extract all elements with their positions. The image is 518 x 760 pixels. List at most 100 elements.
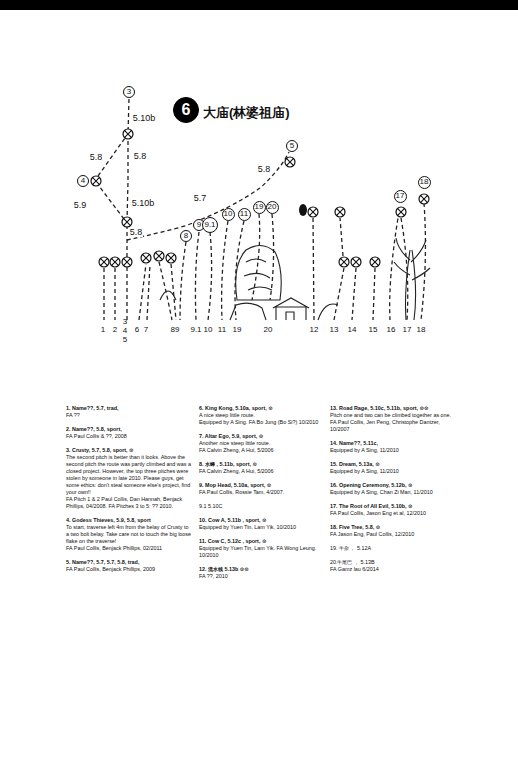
route-foot-number: 2 bbox=[113, 326, 117, 334]
route-heading: 18. Five Tree, 5.8, ⊙ bbox=[330, 524, 456, 531]
route-number: 18 bbox=[420, 178, 429, 186]
route-number: 11 bbox=[240, 210, 248, 218]
map-title: 大庙(林婆祖庙) bbox=[203, 104, 290, 122]
route-number-circle: 5 bbox=[286, 140, 298, 152]
route-foot-number: 6 bbox=[135, 326, 139, 334]
route-heading: 7. Altar Ego, 5.9, sport, ⊙ bbox=[199, 433, 325, 440]
route-foot-number: 13 bbox=[330, 326, 339, 334]
route-heading: 14. Name??, 5.11c, bbox=[330, 440, 456, 447]
route-foot-number: 20 bbox=[264, 326, 273, 334]
route-description: FA ?? bbox=[66, 412, 192, 419]
grade-label: 5.8 bbox=[257, 165, 272, 174]
route-description: A nice steep little route. bbox=[199, 412, 325, 419]
route-description: Equipped by A Sing, 11/2010 bbox=[330, 447, 456, 454]
route-number-circle: 17 bbox=[394, 190, 407, 203]
route-heading: 17. The Root of All Evil, 5.10b, ⊙ bbox=[330, 503, 456, 510]
route-description: To start, traverse left 4m from the bela… bbox=[66, 524, 192, 545]
route-description: FA Paul Collis, Jason Eng et al, 12/2010 bbox=[330, 510, 456, 517]
route-heading: 2. Name??, 5.8, sport, bbox=[66, 426, 192, 433]
route-number: 9 bbox=[197, 221, 201, 229]
route-foot-number: 17 bbox=[403, 326, 412, 334]
route-number: 9.1 bbox=[204, 221, 215, 229]
route-description: FA Paul Collis, Rossie Tam, 4/2007. bbox=[199, 489, 325, 496]
route-heading: 3. Crusty, 5.7, 5.8, sport, ⊙ bbox=[66, 447, 192, 454]
route-description: FA Paul Collis, Benjack Phillips, 02/201… bbox=[66, 545, 192, 552]
route-number-circle: 10 bbox=[222, 208, 235, 221]
route-column: 6. King Kong, 5.10a, sport, ⊙A nice stee… bbox=[199, 405, 325, 580]
route-description: FA Calvin Zheng, A Hui, 5/2006 bbox=[199, 447, 325, 454]
route-column: 13. Road Rage, 5.10c, 5.11b, sport, ⊙⊙Pi… bbox=[330, 405, 456, 573]
route-foot-number: 1 bbox=[101, 326, 105, 334]
route-number-circle: 4 bbox=[77, 175, 89, 187]
route-foot-number: 9.1 bbox=[190, 326, 201, 334]
route-description: Pitch one and two can be climbed togethe… bbox=[330, 412, 456, 419]
route-number-circle: 20 bbox=[266, 201, 279, 214]
route-number: 17 bbox=[396, 192, 405, 200]
route-description: FA Paul Collis, Benjack Phillips, 2009 bbox=[66, 566, 192, 573]
route-foot-number: 11 bbox=[218, 326, 226, 334]
route-heading: 4. Godess Thieves, 5.9, 5.8, sport bbox=[66, 517, 192, 524]
top-bar bbox=[0, 0, 518, 10]
route-heading: 15. Dream, 5.13a, ⊙ bbox=[330, 461, 456, 468]
route-heading: 12. 流水线 5.13b ⊙⊙ bbox=[199, 566, 325, 573]
route-description: Equipped by Yuen Tin, Lam Yik. FA Wong L… bbox=[199, 545, 325, 559]
route-description: 19. 牛杂 ， 5.12A bbox=[330, 545, 456, 552]
route-description: Another nice steep little route. bbox=[199, 440, 325, 447]
route-description: FA Paul Collis & ??, 2008 bbox=[66, 433, 192, 440]
route-heading: 5. Name??, 5.7, 5.7, 5.8, trad, bbox=[66, 559, 192, 566]
route-heading: 1. Name??, 5.7, trad, bbox=[66, 405, 192, 412]
route-description: FA Jason Eng, Paul Collis, 12/2010 bbox=[330, 531, 456, 538]
route-heading: 8. 水蜂 , 5.11b, sport, ⊙ bbox=[199, 461, 325, 468]
route-foot-number: 3 bbox=[123, 318, 127, 326]
route-foot-number: 10 bbox=[204, 326, 213, 334]
route-number: 3 bbox=[127, 88, 131, 96]
route-description: FA Calvin Zheng, A Hui, 5/2006 bbox=[199, 468, 325, 475]
route-foot-number: 16 bbox=[387, 326, 396, 334]
route-description: Equipped by Yuen Tin, Lam Yik, 10/2010 bbox=[199, 524, 325, 531]
grade-label: 5.8 bbox=[89, 153, 104, 162]
route-number-circle: 3 bbox=[123, 86, 135, 98]
route-foot-number: 12 bbox=[310, 326, 319, 334]
route-number: 19 bbox=[255, 203, 264, 211]
grade-label: 5.8 bbox=[129, 228, 144, 237]
route-foot-number: 7 bbox=[144, 326, 148, 334]
route-heading: 6. King Kong, 5.10a, sport, ⊙ bbox=[199, 405, 325, 412]
route-description: Equipped by A Sing, Chan Zi Man, 11/2010 bbox=[330, 489, 456, 496]
route-number: 8 bbox=[184, 232, 188, 240]
route-heading: 9. Mop Head, 5.10a, sport, ⊙ bbox=[199, 482, 325, 489]
grade-label: 5.10b bbox=[132, 114, 157, 123]
route-foot-number: 18 bbox=[417, 326, 426, 334]
route-description: 9.1 5.10C bbox=[199, 503, 325, 510]
route-description: FA Paul Collis, Jen Peng, Christophe Dan… bbox=[330, 419, 456, 433]
route-description: FA Gamz lau 6/2014 bbox=[330, 566, 456, 573]
route-foot-number: 5 bbox=[123, 336, 127, 344]
grade-label: 5.7 bbox=[193, 194, 208, 203]
area-number-circle: 6 bbox=[173, 97, 199, 123]
route-number-circle: 11 bbox=[238, 208, 251, 221]
route-number: 4 bbox=[81, 177, 85, 185]
route-description: The second pitch is better than it looks… bbox=[66, 454, 192, 496]
route-heading: 11. Cow C, 5.12c , sport, ⊙ bbox=[199, 538, 325, 545]
route-foot-number: 14 bbox=[348, 326, 357, 334]
route-heading: 13. Road Rage, 5.10c, 5.11b, sport, ⊙⊙ bbox=[330, 405, 456, 412]
route-foot-number: 4 bbox=[123, 327, 127, 335]
route-column: 1. Name??, 5.7, trad,FA ?? 2. Name??, 5.8… bbox=[66, 405, 192, 573]
route-number: 10 bbox=[224, 210, 233, 218]
route-description: Equipped by A Sing, 11/2010 bbox=[330, 468, 456, 475]
route-foot-number: 19 bbox=[233, 326, 242, 334]
route-number-circle: 9.1 bbox=[202, 217, 218, 233]
route-number-circle: 8 bbox=[180, 230, 192, 242]
route-description: FA Pitch 1 & 2 Paul Collis, Dan Hannah, … bbox=[66, 496, 192, 510]
route-number: 6 bbox=[182, 102, 191, 118]
grade-label: 5.10b bbox=[131, 199, 156, 208]
route-number-circle: 18 bbox=[418, 176, 431, 189]
route-number: 20 bbox=[268, 203, 277, 211]
route-description: Equipped by A Sing. FA Bo Jung (Bo Si?) … bbox=[199, 419, 325, 426]
grade-label: 5.8 bbox=[133, 152, 148, 161]
route-description: FA ??, 2010 bbox=[199, 573, 325, 580]
grade-label: 5.9 bbox=[73, 201, 88, 210]
route-foot-number: 15 bbox=[369, 326, 378, 334]
route-heading: 10. Cow A, 5.11b , sport, ⊙ bbox=[199, 517, 325, 524]
route-number: 5 bbox=[290, 142, 294, 150]
